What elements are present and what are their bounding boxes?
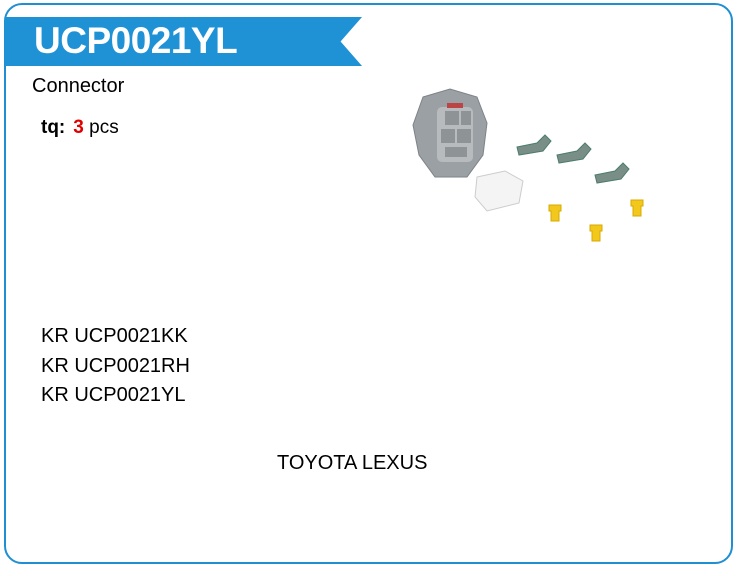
product-type: Connector [32,75,125,97]
connector-housing [412,88,488,178]
product-code: UCP0021YL [34,20,238,61]
related-code: KR UCP0021YL [41,384,186,406]
product-card [4,3,733,564]
quantity-unit: pcs [89,117,119,138]
quantity: tq: 3 pcs [41,117,119,139]
related-code: KR UCP0021KK [41,325,188,347]
related-codes: KR UCP0021KK KR UCP0021RH KR UCP0021YL [41,322,190,411]
title-banner [5,17,362,66]
vehicle-make: TOYOTA LEXUS [277,452,428,474]
related-code: KR UCP0021RH [41,354,190,377]
connector-kit-image [412,88,644,242]
quantity-value: 3 [73,117,84,138]
retainer [474,170,524,212]
quantity-label: tq: [41,117,66,138]
